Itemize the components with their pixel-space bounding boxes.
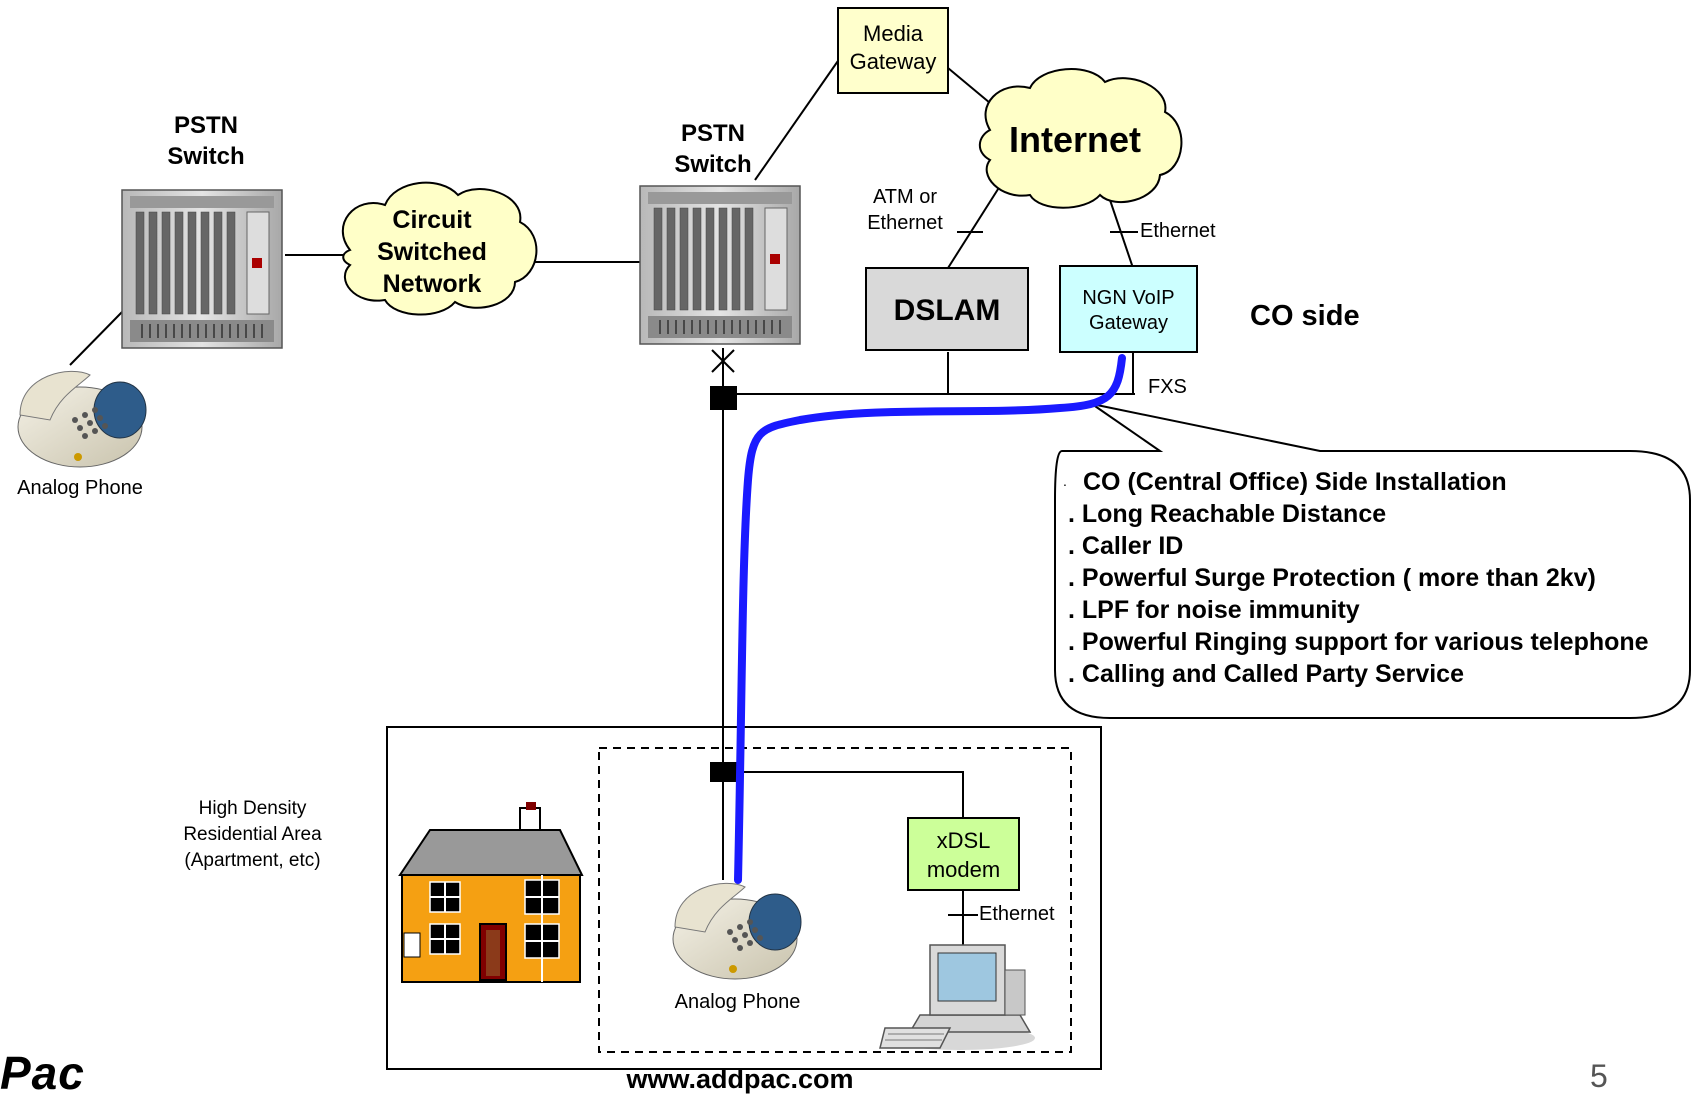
residential-inner-dashed-frame — [598, 747, 1072, 1053]
analog-phone-left-icon — [17, 370, 147, 468]
splitter-top — [710, 386, 737, 410]
link-left-phone-to-switch — [69, 311, 123, 366]
ngn-line-1: NGN VoIP — [1082, 287, 1175, 309]
dslam-box — [865, 267, 1029, 351]
modem-line-2: modem — [926, 857, 1001, 882]
xdsl-modem-label: xDSL modem — [908, 826, 1019, 884]
fxs-label: FXS — [1148, 376, 1187, 398]
callout-first-prefix: . — [1063, 473, 1067, 489]
feature-item: CO (Central Office) Side Installation — [1083, 468, 1507, 496]
cut-x-mark — [711, 349, 735, 373]
house-icon — [398, 802, 584, 983]
feature-list: CO (Central Office) Side Installation . … — [1068, 466, 1649, 690]
ngn-voip-gateway-box — [1059, 265, 1198, 353]
atm-line-2: Ethernet — [867, 212, 943, 234]
media-gateway-line-1: Media — [863, 21, 923, 46]
feature-item: . LPF for noise immunity — [1068, 596, 1360, 624]
analog-phone-bottom-label: Analog Phone — [674, 991, 801, 1013]
media-gateway-label: Media Gateway — [838, 20, 948, 76]
link-right-switch-to-media-gateway — [754, 57, 841, 181]
ethernet-bottom-label: Ethernet — [979, 903, 1055, 925]
csn-line-2: Switched — [377, 238, 487, 266]
pstn-switch-right-icon — [639, 185, 801, 345]
atm-line-1: ATM or — [872, 186, 938, 208]
feature-item: . Powerful Surge Protection ( more than … — [1068, 564, 1596, 592]
atm-or-ethernet-label: ATM or Ethernet — [850, 184, 960, 236]
ethernet-top-label: Ethernet — [1140, 220, 1216, 242]
analog-phone-bottom-icon — [672, 882, 802, 980]
link-internet-to-ngn — [1109, 199, 1134, 269]
residential-area-label: High Density Residential Area (Apartment… — [160, 796, 345, 874]
callout-bubble — [1054, 403, 1691, 719]
media-gateway-line-2: Gateway — [849, 49, 937, 74]
residential-line-3: (Apartment, etc) — [184, 850, 321, 871]
internet-cloud — [978, 68, 1183, 209]
modem-line-1: xDSL — [936, 828, 991, 853]
link-internet-to-dslam — [947, 185, 1001, 269]
media-gateway-box — [837, 7, 949, 94]
circuit-switched-network-label: Circuit Switched Network — [362, 204, 502, 300]
residential-line-1: High Density — [198, 798, 307, 819]
page-number: 5 — [1590, 1058, 1608, 1094]
circuit-switched-network-cloud — [341, 181, 538, 316]
pstn-switch-left-icon — [121, 189, 283, 349]
ngn-voip-gateway-label: NGN VoIP Gateway — [1060, 286, 1197, 336]
csn-line-3: Network — [382, 270, 482, 298]
feature-item: . Caller ID — [1068, 532, 1184, 560]
feature-item: . Calling and Called Party Service — [1068, 660, 1464, 688]
csn-line-1: Circuit — [392, 206, 472, 234]
connection-lines — [69, 57, 1138, 960]
ngn-line-2: Gateway — [1089, 312, 1168, 334]
link-splitter-to-modem — [723, 771, 964, 818]
co-side-label: CO side — [1250, 300, 1360, 332]
feature-item: . Powerful Ringing support for various t… — [1068, 628, 1649, 656]
xdsl-modem-box — [907, 817, 1020, 891]
feature-item: . Long Reachable Distance — [1068, 500, 1387, 528]
internet-label: Internet — [1008, 119, 1141, 160]
residential-line-2: Residential Area — [183, 824, 322, 845]
splitter-bottom — [710, 762, 737, 782]
dslam-label: DSLAM — [893, 294, 1001, 327]
blue-voip-path — [734, 354, 1126, 884]
analog-phone-left-label: Analog Phone — [17, 477, 143, 499]
brand-logo: Pac — [0, 1047, 85, 1099]
desktop-computer-icon — [879, 944, 1035, 1050]
website-link[interactable]: www.addpac.com — [626, 1064, 854, 1094]
